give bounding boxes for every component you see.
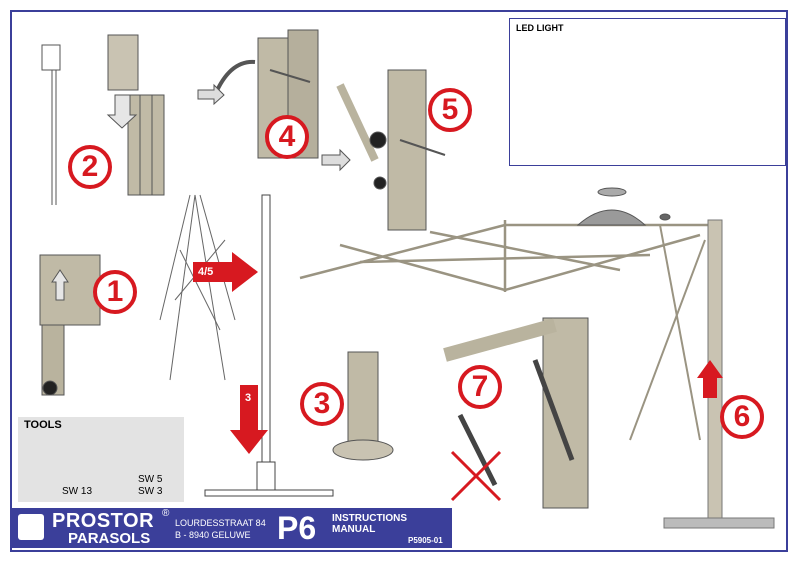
wrench-size-label: SW 13 xyxy=(62,486,93,497)
footer-banner: PROSTOR ® PARASOLS LOURDESSTRAAT 84 B - … xyxy=(12,508,452,548)
step5-illustration xyxy=(321,69,446,231)
step-badge-5: 5 xyxy=(428,88,472,132)
step3-illustration xyxy=(332,351,394,461)
mast-illustration xyxy=(204,194,334,497)
led-light-title: LED LIGHT xyxy=(516,23,564,33)
arrow-45 xyxy=(193,252,258,292)
model-name: P6 xyxy=(277,510,317,546)
registered-mark: ® xyxy=(162,508,170,519)
step-badge-7: 7 xyxy=(458,365,502,409)
step2-illustration xyxy=(41,34,165,205)
prostor-logo-icon xyxy=(18,514,44,540)
brand-name: PROSTOR xyxy=(52,510,155,532)
page-frame xyxy=(10,10,788,552)
arrow-3 xyxy=(230,385,268,454)
document-code: P5905-01 xyxy=(408,536,443,545)
step-badge-6: 6 xyxy=(720,395,764,439)
hex-key-size-label-1: SW 5 xyxy=(138,474,163,485)
address-line-1: LOURDESSTRAAT 84 xyxy=(175,518,266,528)
arrow-6 xyxy=(697,360,723,398)
manual-title: INSTRUCTIONS MANUAL xyxy=(332,513,407,535)
step-badge-1: 1 xyxy=(93,270,137,314)
led-light-panel: LED LIGHT xyxy=(509,18,786,166)
arrow-3-label: 3 xyxy=(245,392,252,404)
step7-illustration xyxy=(443,317,589,509)
tools-panel: TOOLS SW 13 SW 5 SW 3 xyxy=(18,417,184,502)
step-badge-4: 4 xyxy=(265,115,309,159)
address-line-2: B - 8940 GELUWE xyxy=(175,530,251,540)
step-badge-2: 2 xyxy=(68,145,112,189)
tools-title: TOOLS xyxy=(24,419,62,431)
folded-frame xyxy=(159,194,236,381)
step1-illustration xyxy=(39,254,101,396)
canopy-frame xyxy=(299,220,720,292)
arrow-45-label: 4/5 xyxy=(198,266,214,278)
brand-subtitle: PARASOLS xyxy=(68,530,151,547)
step-badge-3: 3 xyxy=(300,382,344,426)
lamp-illustration xyxy=(576,187,671,226)
hex-key-size-label-2: SW 3 xyxy=(138,486,163,497)
